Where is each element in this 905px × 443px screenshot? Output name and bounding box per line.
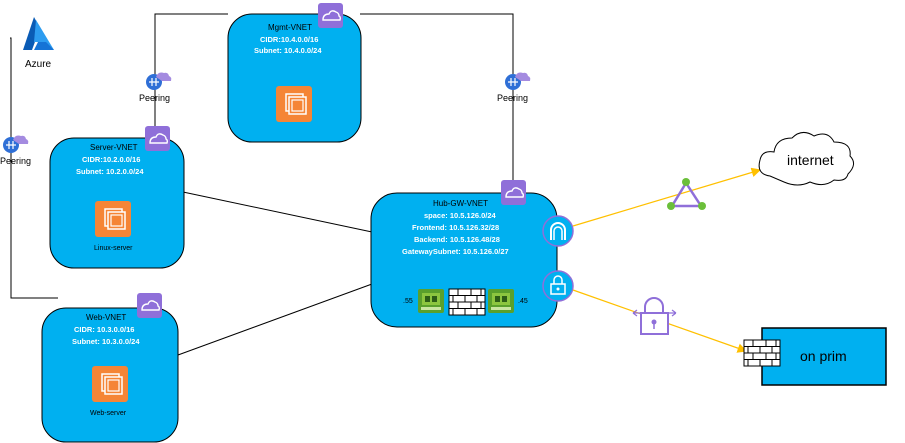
peering-label-left: Peering [0, 156, 31, 166]
web-vnet: Web-VNET CIDR: 10.3.0.0/16 Subnet: 10.3.… [41, 292, 179, 443]
link-server-hub [182, 191, 373, 233]
server-vnet-title: Server-VNET [90, 143, 138, 152]
onprem-label: on prim [800, 348, 847, 364]
peering-icon-left [2, 134, 29, 154]
hub-vnet-title: Hub-GW-VNET [433, 199, 488, 208]
hub-gw-vnet: Hub-GW-VNET space: 10.5.126.0/24 Fronten… [370, 179, 558, 328]
peering-line-mgmt-hub [360, 13, 514, 190]
hub-vnet-frontend: Frontend: 10.5.126.32/28 [412, 223, 499, 232]
web-vm-icon [91, 365, 129, 403]
web-vnet-cidr: CIDR: 10.3.0.0/16 [74, 325, 134, 334]
nva-left-icon [418, 289, 444, 313]
nva-right-ip: .45 [518, 298, 528, 305]
mgmt-vnet-title: Mgmt-VNET [268, 23, 312, 32]
hub-vnet-space: space: 10.5.126.0/24 [424, 211, 497, 220]
web-vm-label: Web-server [90, 410, 127, 417]
nva-left-ip: .55 [403, 298, 413, 305]
azure-label: Azure [25, 59, 52, 70]
hub-vnet-backend: Backend: 10.5.126.48/28 [414, 235, 500, 244]
peering-line-loop [10, 38, 48, 299]
internet-gateway-icon [542, 215, 574, 247]
peering-line-server-mgmt [154, 13, 228, 138]
azure-logo [23, 17, 54, 50]
peering-label-mid: Peering [139, 93, 170, 103]
internet-cloud [758, 132, 854, 186]
vpn-gateway-icon [542, 270, 574, 302]
nva-right-icon [488, 289, 514, 313]
server-vm-icon [94, 200, 132, 238]
link-web-hub [177, 283, 373, 356]
peering-icon-right [504, 71, 531, 91]
server-vnet-cidr: CIDR:10.2.0.0/16 [82, 155, 140, 164]
hub-vnet-gateway-subnet: GatewaySubnet: 10.5.126.0/27 [402, 247, 509, 256]
mgmt-vnet: Mgmt-VNET CIDR:10.4.0.0/16 Subnet: 10.4.… [227, 2, 362, 143]
server-vnet-subnet: Subnet: 10.2.0.0/24 [76, 167, 144, 176]
arrow-to-internet [572, 167, 762, 227]
mgmt-vnet-cidr: CIDR:10.4.0.0/16 [260, 35, 318, 44]
internet-label: internet [787, 152, 834, 168]
vpn-lock-icon [632, 297, 677, 335]
web-vnet-subnet: Subnet: 10.3.0.0/24 [72, 337, 140, 346]
firewall-icon [448, 288, 486, 316]
mgmt-vnet-subnet: Subnet: 10.4.0.0/24 [254, 46, 322, 55]
route-table-icon [667, 178, 706, 210]
onprem-firewall-icon [743, 339, 781, 367]
server-vm-label: Linux-server [94, 245, 133, 252]
mgmt-vm-icon [275, 85, 313, 123]
server-vnet: Server-VNET CIDR:10.2.0.0/16 Subnet: 10.… [49, 125, 185, 269]
onprem-box [743, 327, 887, 386]
peering-label-right: Peering [497, 93, 528, 103]
web-vnet-title: Web-VNET [86, 313, 126, 322]
peering-icon-mid [145, 71, 172, 91]
